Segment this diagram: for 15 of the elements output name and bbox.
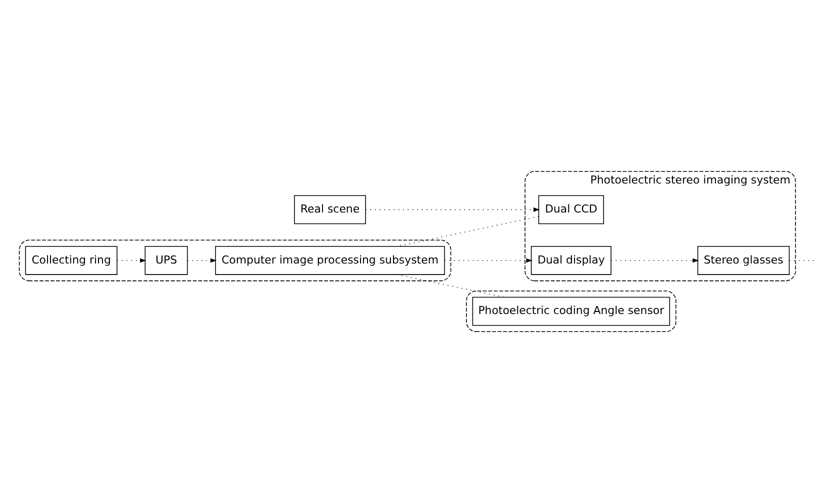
node-box: Dual display [530, 246, 612, 274]
node-box: Real scene [294, 194, 366, 224]
arrow [444, 258, 532, 262]
node-box: UPS [144, 246, 188, 274]
node-box: Computer image processing subsystem [215, 246, 445, 274]
arrow [610, 258, 699, 262]
cluster [18, 239, 452, 281]
arrow [187, 258, 217, 262]
arrow [365, 207, 540, 212]
node-box: Stereo glasses [697, 246, 790, 274]
arrow [116, 258, 146, 262]
node-box: Photoelectric coding Angle sensor [472, 296, 670, 326]
cluster [466, 290, 676, 332]
node-box: Dual CCD [538, 194, 604, 224]
node-box: Collecting ring [25, 246, 118, 274]
